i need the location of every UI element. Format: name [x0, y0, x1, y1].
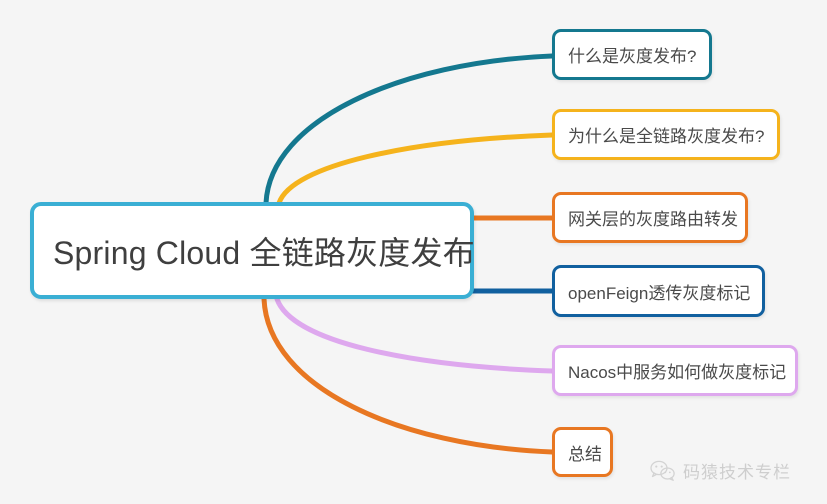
- connector-branch-6: [261, 296, 555, 455]
- mindmap-branch-node-6[interactable]: 总结: [552, 427, 613, 477]
- branch-node-2-label: 为什么是全链路灰度发布?: [568, 127, 765, 146]
- connector-branch-2: [276, 132, 555, 206]
- mindmap-branch-node-5[interactable]: Nacos中服务如何做灰度标记: [552, 345, 798, 396]
- wechat-icon: [650, 460, 675, 481]
- branch-node-5-label: Nacos中服务如何做灰度标记: [568, 363, 787, 382]
- branch-node-3-label: 网关层的灰度路由转发: [568, 210, 738, 229]
- mindmap-branch-node-3[interactable]: 网关层的灰度路由转发: [552, 192, 748, 243]
- watermark-text: 码猿技术专栏: [683, 463, 791, 482]
- mindmap-branch-node-2[interactable]: 为什么是全链路灰度发布?: [552, 109, 780, 160]
- root-node-label: Spring Cloud 全链路灰度发布: [53, 234, 475, 271]
- mindmap-branch-node-4[interactable]: openFeign透传灰度标记: [552, 265, 765, 317]
- connector-branch-5: [274, 296, 555, 374]
- connector-branch-1: [263, 53, 555, 206]
- branch-node-4-label: openFeign透传灰度标记: [568, 283, 751, 303]
- mindmap-branch-node-1[interactable]: 什么是灰度发布?: [552, 29, 712, 80]
- branch-node-1-label: 什么是灰度发布?: [568, 47, 697, 66]
- mindmap-root-node[interactable]: Spring Cloud 全链路灰度发布: [30, 202, 475, 299]
- watermark: 码猿技术专栏: [650, 458, 791, 483]
- branch-node-6-label: 总结: [568, 444, 602, 464]
